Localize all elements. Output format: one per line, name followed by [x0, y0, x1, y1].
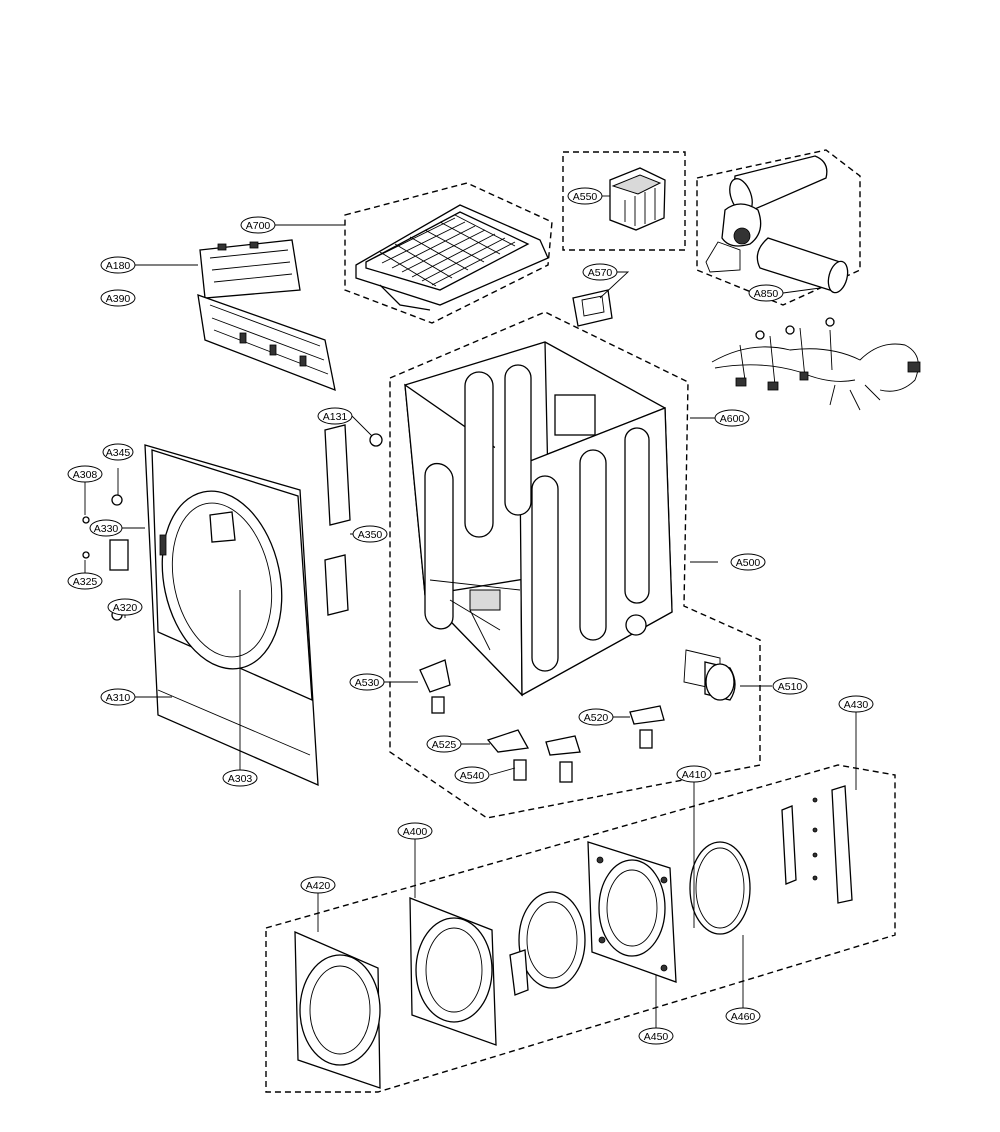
- callout-A303-text: A303: [228, 773, 253, 785]
- exhaust-adapter: [683, 649, 736, 701]
- callout-A410-text: A410: [682, 769, 707, 781]
- callout-A525: A525: [426, 735, 462, 753]
- callout-A308: A308: [67, 465, 103, 483]
- callout-A540: A540: [454, 766, 490, 784]
- callout-A325: A325: [67, 572, 103, 590]
- callout-A420-text: A420: [306, 880, 331, 892]
- callout-A325-text: A325: [73, 576, 98, 588]
- callout-A180: A180: [100, 256, 136, 274]
- callout-A550: A550: [567, 187, 603, 205]
- cabinet-group-boundary: [389, 311, 761, 819]
- cabinet-small-parts: [369, 433, 665, 783]
- callout-A410: A410: [676, 765, 712, 783]
- callout-A345-text: A345: [106, 447, 131, 459]
- callout-A420: A420: [300, 876, 336, 894]
- callout-A310: A310: [100, 688, 136, 706]
- callout-A520: A520: [578, 708, 614, 726]
- callout-A530-text: A530: [355, 677, 380, 689]
- callout-A850-text: A850: [754, 288, 779, 300]
- callout-A320: A320: [107, 598, 143, 616]
- callout-A390-text: A390: [106, 293, 131, 305]
- duct-group-boundary: [562, 151, 686, 251]
- callout-A345: A345: [102, 443, 134, 461]
- callout-A460-text: A460: [731, 1011, 756, 1023]
- callout-A600: A600: [714, 409, 750, 427]
- control-panel-frame: [197, 294, 336, 392]
- callout-A131-text: A131: [323, 411, 348, 423]
- cabinet: [404, 341, 673, 697]
- callout-A600-text: A600: [720, 413, 745, 425]
- front-small-parts: [82, 424, 351, 621]
- callout-A460: A460: [725, 1007, 761, 1025]
- bracket-part: [572, 289, 613, 327]
- callout-A390: A390: [100, 289, 136, 307]
- wire-harness: [711, 317, 921, 411]
- callout-A500: A500: [730, 553, 766, 571]
- callout-A430-text: A430: [844, 699, 869, 711]
- callout-A400: A400: [397, 822, 433, 840]
- callout-A400-text: A400: [403, 826, 428, 838]
- exhaust-pipes: [705, 155, 849, 294]
- door-group-boundary: [265, 764, 896, 1093]
- callout-A530: A530: [349, 673, 385, 691]
- top-plate: [355, 204, 549, 311]
- callout-A510-text: A510: [778, 681, 803, 693]
- callout-A180-text: A180: [106, 260, 131, 272]
- callout-A540-text: A540: [460, 770, 485, 782]
- group-boundaries: [265, 149, 896, 1093]
- callout-A550-text: A550: [573, 191, 598, 203]
- callout-A131: A131: [317, 407, 353, 425]
- callout-A525-text: A525: [432, 739, 457, 751]
- callout-A850: A850: [748, 284, 784, 302]
- leader-lines: [84, 195, 857, 1028]
- callout-A330-text: A330: [94, 523, 119, 535]
- callout-A303: A303: [222, 769, 258, 787]
- callout-A310-text: A310: [106, 692, 131, 704]
- callout-A308-text: A308: [73, 469, 98, 481]
- exhaust-group-boundary: [696, 149, 861, 306]
- callout-A330: A330: [89, 519, 123, 537]
- callout-A510: A510: [772, 677, 808, 695]
- callout-A570-text: A570: [588, 267, 613, 279]
- callout-A450-text: A450: [644, 1031, 669, 1043]
- door-assembly: [294, 785, 853, 1089]
- callout-labels: A700 A550 A570 A180 A390 A850 A600 A131 …: [67, 187, 874, 1045]
- callout-A430: A430: [838, 695, 874, 713]
- callout-A320-text: A320: [113, 602, 138, 614]
- callout-A450: A450: [638, 1027, 674, 1045]
- callout-A520-text: A520: [584, 712, 609, 724]
- front-panel: [144, 444, 319, 787]
- callout-A700: A700: [240, 216, 276, 234]
- callout-A500-text: A500: [736, 557, 761, 569]
- callout-A700-text: A700: [246, 220, 271, 232]
- duct-part: [609, 167, 666, 231]
- callout-A350: A350: [352, 525, 388, 543]
- control-pcb: [199, 239, 301, 299]
- top-plate-group-boundary: [344, 182, 553, 324]
- callout-A570: A570: [582, 263, 618, 281]
- callout-A350-text: A350: [358, 529, 383, 541]
